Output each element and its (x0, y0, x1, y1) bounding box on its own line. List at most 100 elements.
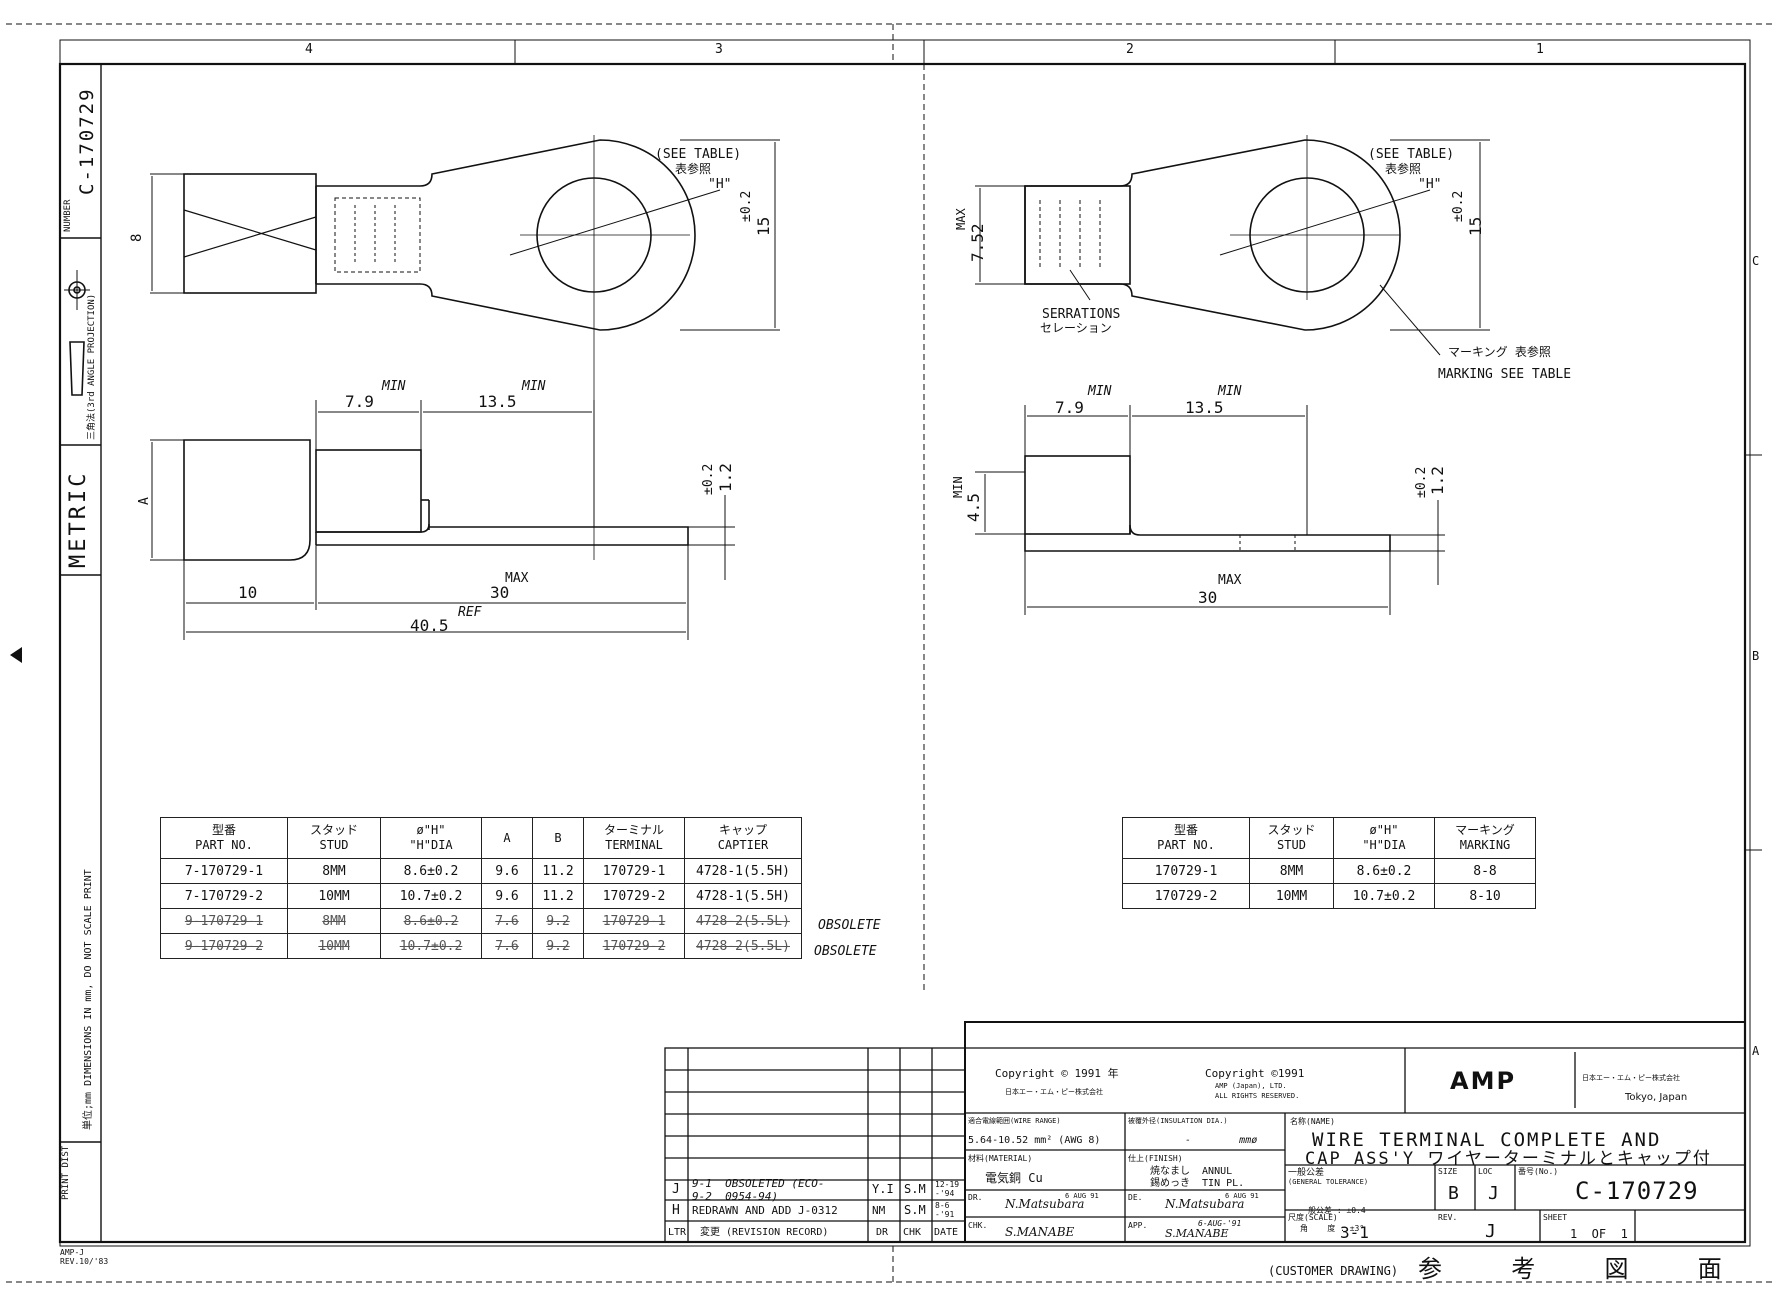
cell: 8MM (287, 908, 381, 934)
rev-j-date: 12-19 -'94 (935, 1180, 960, 1199)
left-dim-a: A (137, 497, 152, 505)
metric-label: METRIC (66, 470, 91, 568)
dr-name: N.Matsubara (1005, 1197, 1085, 1211)
app-name: S.MANABE (1165, 1227, 1229, 1240)
table-row-obsolete: 9-170729-2 10MM 10.7±0.2 7.6 9.2 170729-… (160, 933, 802, 959)
wire-range: 5.64-10.52 mm² (AWG 8) (968, 1135, 1101, 1146)
zone-row-b: B (1752, 649, 1760, 663)
rev-header-date: DATE (934, 1227, 959, 1238)
cell: 11.2 (532, 883, 584, 909)
right-top-view (975, 135, 1490, 356)
table-row: 7-170729-2 10MM 10.7±0.2 9.6 11.2 170729… (160, 883, 802, 909)
cell: 10.7±0.2 (380, 933, 482, 959)
right-dim-1-2: 1.2 (1428, 466, 1447, 495)
cell: 9-170729-2 (160, 933, 288, 959)
rev-header-chk: CHK (903, 1227, 922, 1238)
chk-name: S.MANABE (1005, 1225, 1075, 1239)
left-dim-tol: ±0.2 (739, 190, 754, 222)
rev-label: REV. (1438, 1213, 1458, 1222)
table-row: 170729-1 8MM 8.6±0.2 8-8 (1122, 858, 1536, 884)
rev-h-date: 8-6 -'91 (935, 1201, 955, 1220)
scale-label: 尺度(SCALE) (1288, 1213, 1338, 1222)
cell: 170729-1 (1122, 858, 1250, 884)
print-dist-label: PRINT DIST (61, 1145, 71, 1200)
cell: 4728-2(5.5L) (684, 908, 802, 934)
right-dim-13-5: 13.5 (1185, 398, 1224, 417)
cell: 7.6 (481, 908, 533, 934)
cell: 10.7±0.2 (380, 883, 482, 909)
left-h-label: "H" (708, 177, 732, 192)
left-ref: REF (458, 605, 482, 620)
zone-col-1: 1 (1536, 42, 1544, 57)
insulation-label: 被覆外径(INSULATION DIA.) (1128, 1117, 1228, 1125)
zone-row-c: C (1752, 254, 1760, 268)
tol-label-en: (GENERAL TOLERANCE) (1288, 1178, 1369, 1186)
left-dim-15: 15 (754, 216, 773, 236)
wire-range-label: 適合電線範囲(WIRE RANGE) (968, 1117, 1061, 1125)
projection-label: 三角法(3rd ANGLE PROJECTION) (87, 293, 97, 440)
cell: 9.6 (481, 858, 533, 884)
customer-drawing: (CUSTOMER DRAWING) (1268, 1264, 1399, 1278)
left-dim-30: 30 (490, 583, 510, 602)
company-jp: 日本エー・エム・ピー株式会社 (1582, 1074, 1680, 1082)
zone-col-3: 3 (715, 42, 723, 57)
insulation: - mmø (1185, 1135, 1258, 1146)
zone-col-4: 4 (305, 42, 313, 57)
rev-header-dr: DR (876, 1227, 889, 1238)
left-dim-13-5: 13.5 (478, 392, 517, 411)
right-tol-2: ±0.2 (1414, 466, 1429, 498)
cell: 11.2 (532, 858, 584, 884)
de-name: N.Matsubara (1165, 1197, 1245, 1211)
sheet-label: SHEET (1543, 1213, 1568, 1222)
number-label: NUMBER (63, 199, 73, 232)
material-label: 材料(MATERIAL) (968, 1154, 1033, 1163)
rev-j-record: 9-1 OBSOLETED (ECO- 9-2 0954-94) (692, 1177, 825, 1203)
sheet-value: 1 OF 1 (1570, 1227, 1628, 1241)
right-marking: MARKING SEE TABLE (1438, 367, 1572, 382)
th-dia: ø"H""H"DIA (1333, 817, 1435, 859)
cell: 8-10 (1434, 883, 1536, 909)
cell: 10.7±0.2 (1333, 883, 1435, 909)
right-see-table: (SEE TABLE) (1368, 147, 1455, 162)
right-max-2: MAX (1218, 573, 1242, 588)
cell: 8MM (287, 858, 381, 884)
left-max: MAX (505, 571, 529, 586)
loc-label: LOC (1478, 1167, 1493, 1176)
rev-h-ltr: H (672, 1203, 680, 1218)
tol-2: 角 度 : ±3° (1300, 1224, 1365, 1233)
finish-2: 錫めっき TIN PL. (1150, 1178, 1245, 1189)
cell: 8MM (1249, 858, 1334, 884)
tol-1: 一般公差 : ±0.4 (1300, 1206, 1366, 1215)
drawing-name-2: CAP ASS'Y ワイヤーターミナルとキャップ付 (1305, 1149, 1712, 1169)
app-date: 6-AUG-'91 (1198, 1219, 1242, 1228)
th-b: B (532, 817, 584, 859)
name-label: 名称(NAME) (1290, 1117, 1335, 1126)
rev-j-dr: Y.I (872, 1182, 894, 1196)
copyright-2-sub2: ALL RIGHTS RESERVED. (1215, 1092, 1300, 1100)
left-dim-10: 10 (238, 583, 258, 602)
cell: 9.2 (532, 933, 584, 959)
copyright-1-jp: 日本エー・エム・ピー株式会社 (1005, 1088, 1103, 1096)
cell: 4728-2(5.5L) (684, 933, 802, 959)
dr-label: DR. (968, 1193, 983, 1202)
finish-label: 仕上(FINISH) (1128, 1154, 1183, 1163)
cell: 9.2 (532, 908, 584, 934)
company-city: Tokyo, Japan (1625, 1092, 1688, 1103)
right-max: MAX (954, 208, 968, 230)
obsolete-note-2: OBSOLETE (814, 944, 877, 959)
left-dim-7-9: 7.9 (345, 392, 374, 411)
size-value: B (1448, 1183, 1459, 1204)
form-rev: REV.10/'83 (60, 1257, 109, 1266)
rev-j-ltr: J (672, 1182, 680, 1197)
right-marking-jp: マーキング 表参照 (1448, 345, 1551, 359)
table-row: 170729-2 10MM 10.7±0.2 8-10 (1122, 883, 1536, 909)
